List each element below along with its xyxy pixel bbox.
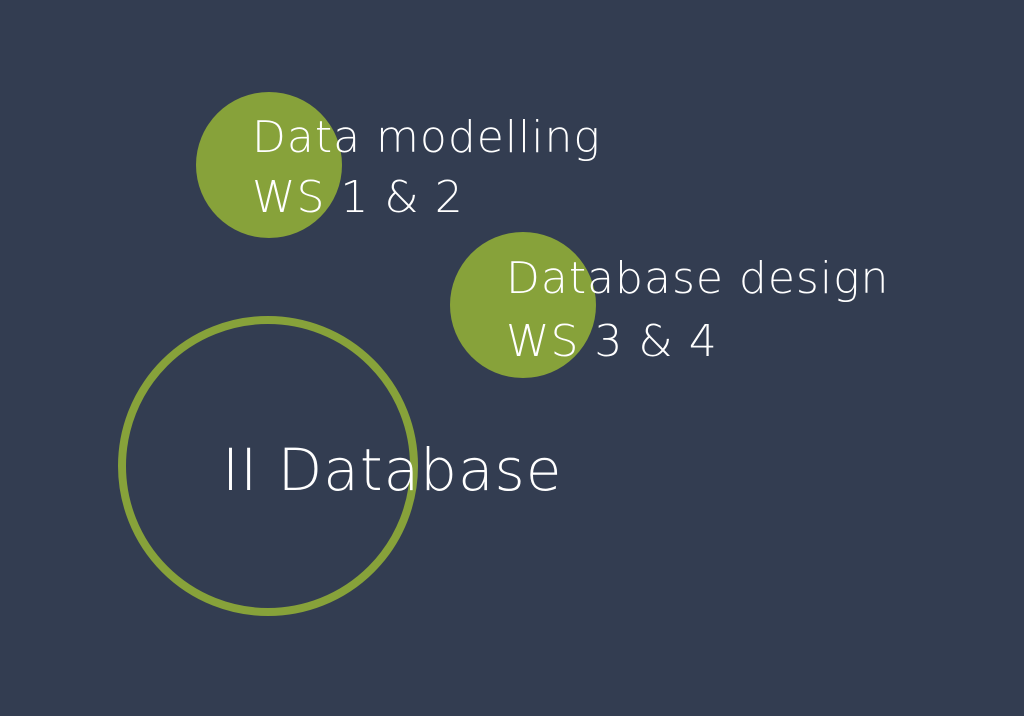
node-2-label: Database design WS 3 & 4 <box>506 247 889 373</box>
node-2-subtitle: WS 3 & 4 <box>506 316 718 367</box>
node-2-circle <box>450 232 596 378</box>
node-1-label: Data modelling WS 1 & 2 <box>252 108 601 228</box>
node-1-circle <box>196 92 342 238</box>
center-ring <box>118 316 418 616</box>
node-1-subtitle: WS 1 & 2 <box>252 172 464 223</box>
node-2-title: Database design <box>506 253 890 304</box>
center-label: II Database <box>222 436 563 504</box>
node-1-title: Data modelling <box>252 112 601 163</box>
